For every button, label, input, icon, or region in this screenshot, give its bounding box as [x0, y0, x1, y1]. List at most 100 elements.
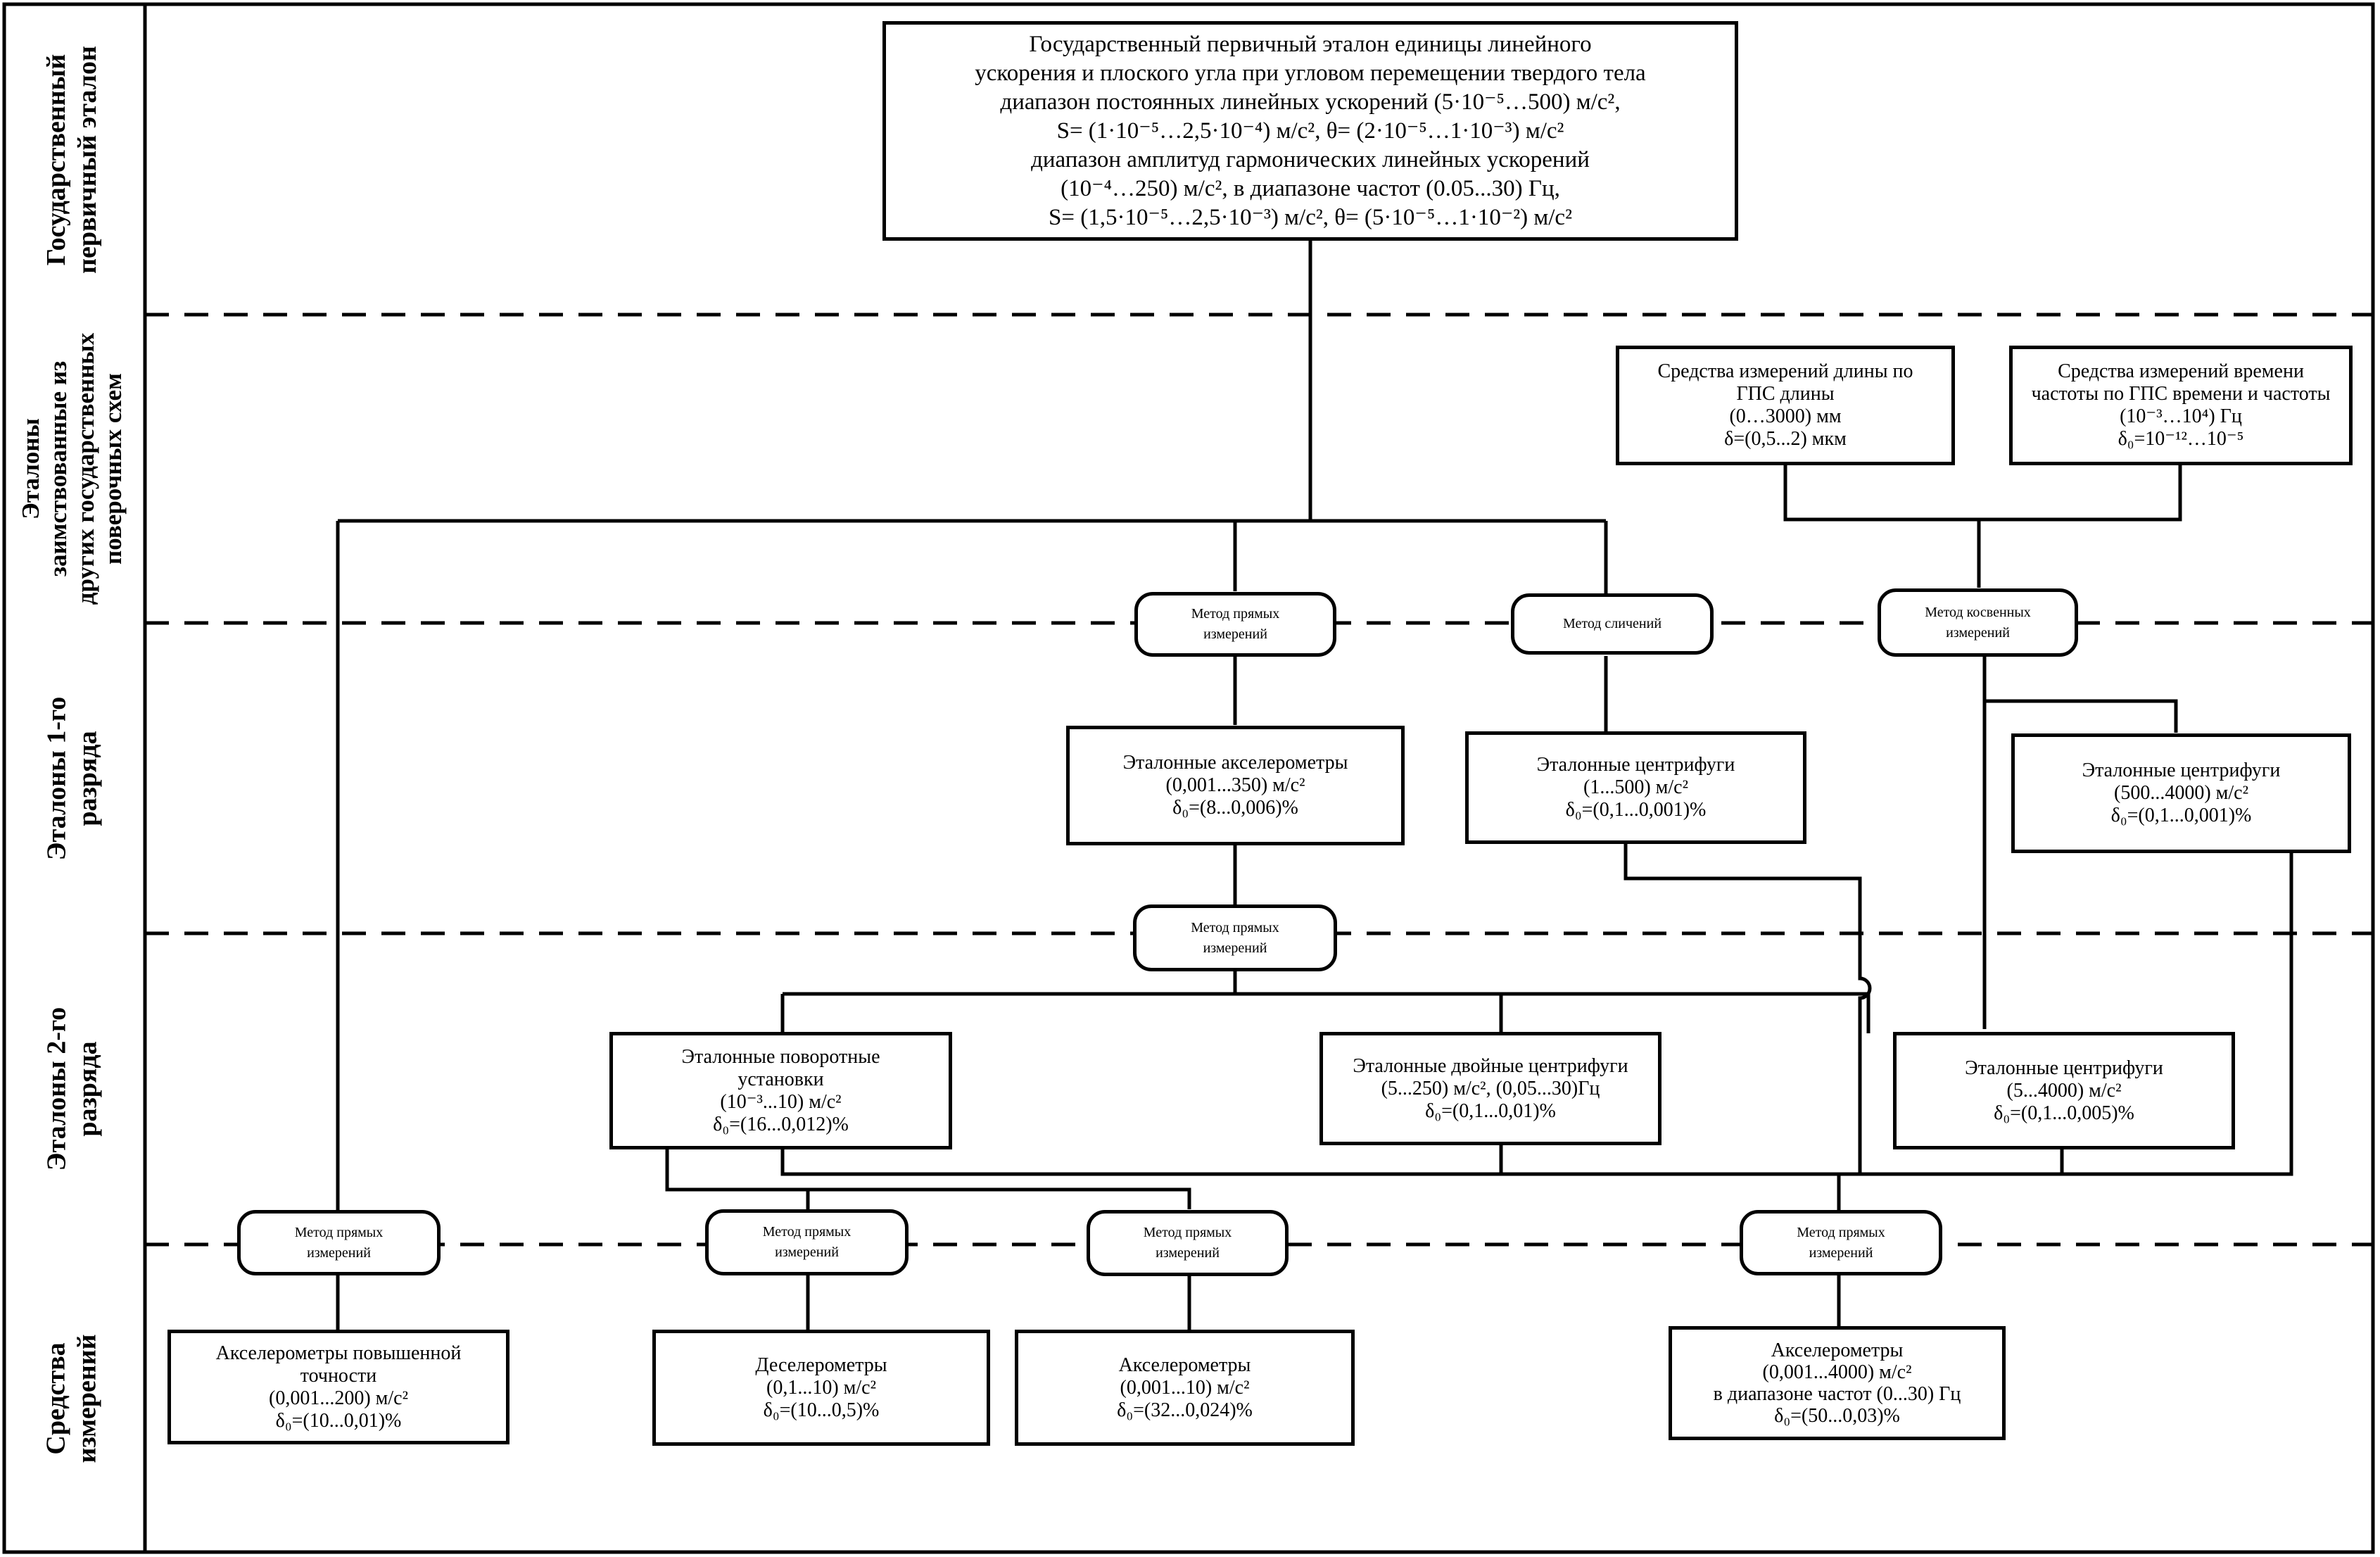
node-line: δ=(0,5...2) мкм	[1724, 428, 1847, 450]
method-line: Метод прямых	[1191, 606, 1280, 622]
method-direct-low-2: Метод прямых измерений	[705, 1209, 909, 1275]
row-label-borrowed: Эталоны заимствованные из других государ…	[0, 315, 144, 623]
method-line: измерений	[307, 1244, 371, 1261]
method-line: измерений	[1203, 626, 1267, 642]
row-label-line: Государственный	[42, 53, 71, 265]
node-line: Акселерометры повышенной	[215, 1342, 462, 1364]
node-length-instruments: Средства измерений длины по ГПС длины (0…	[1616, 346, 1955, 465]
node-line: (10⁻³...10) м/с²	[720, 1090, 842, 1113]
node-line: ГПС длины	[1736, 383, 1835, 405]
node-line: S= (1,5·10⁻⁵…2,5·10⁻³) м/с², θ= (5·10⁻⁵……	[1049, 204, 1572, 230]
method-direct-low-4: Метод прямых измерений	[1740, 1210, 1942, 1275]
node-line: ускорения и плоского угла при угловом пе…	[975, 60, 1646, 86]
node-line: δ₀=10⁻¹²…10⁻⁵	[2118, 428, 2244, 450]
method-line: измерений	[1203, 940, 1267, 956]
node-line: Государственный первичный эталон единицы…	[1029, 31, 1592, 57]
row-label-line: Средства	[42, 1342, 71, 1455]
node-line: (5...4000) м/с²	[2006, 1079, 2122, 1102]
row-label-line: Эталоны	[17, 418, 44, 519]
row-label-line: Эталоны 2-го	[42, 1007, 71, 1171]
node-line: (10⁻⁴…250) м/с², в диапазоне частот (0.0…	[1061, 175, 1560, 201]
method-line: измерений	[1946, 624, 2010, 641]
node-double-centrifuges: Эталонные двойные центрифуги (5...250) м…	[1319, 1032, 1661, 1145]
node-line: Эталонные двойные центрифуги	[1353, 1054, 1628, 1077]
node-decelerometers: Деселерометры (0,1...10) м/с² δ₀=(10...0…	[652, 1330, 990, 1446]
node-line: Средства измерений времени	[2058, 360, 2304, 382]
node-line: δ₀=(0,1...0,001)%	[2110, 805, 2252, 826]
node-rotary-units: Эталонные поворотные установки (10⁻³...1…	[609, 1032, 952, 1149]
edge-rotary-to-low-methods	[665, 1147, 1191, 1209]
node-line: (0,001...350) м/с²	[1165, 774, 1305, 796]
method-indirect: Метод косвенных измерений	[1878, 588, 2078, 657]
node-line: в диапазоне частот (0...30) Гц	[1713, 1383, 1961, 1405]
method-direct-top: Метод прямых измерений	[1134, 592, 1336, 657]
node-line: Деселерометры	[755, 1354, 887, 1376]
method-line: Метод сличений	[1562, 616, 1662, 631]
node-line: Акселерометры	[1771, 1339, 1904, 1361]
method-line: измерений	[775, 1244, 839, 1260]
method-line: Метод прямых	[762, 1224, 852, 1240]
row-label-second-rank: Эталоны 2-го разряда	[0, 933, 144, 1244]
node-line: δ₀=(0,1...0,01)%	[1425, 1099, 1556, 1122]
node-line: δ₀=(0,1...0,005)%	[1994, 1102, 2134, 1124]
row-label-line: разряда	[72, 730, 102, 826]
method-line: Метод косвенных	[1925, 604, 2031, 620]
node-line: δ₀=(32...0,024)%	[1117, 1399, 1253, 1421]
node-line: Эталонные центрифуги	[1536, 754, 1735, 776]
node-line: (5...250) м/с², (0,05...30)Гц	[1381, 1077, 1600, 1099]
node-ref-centrifuges-1: Эталонные центрифуги (1...500) м/с² δ₀=(…	[1465, 731, 1806, 844]
row-label-line: поверочных схем	[99, 373, 127, 565]
node-time-instruments: Средства измерений времени частоты по ГП…	[2009, 346, 2353, 465]
node-line: частоты по ГПС времени и частоты	[2031, 383, 2331, 405]
row-label-line: разряда	[72, 1041, 102, 1137]
node-line: δ₀=(10...0,5)%	[763, 1399, 880, 1421]
node-line: δ₀=(0,1...0,001)%	[1565, 799, 1707, 821]
node-line: (0,001...4000) м/с²	[1762, 1361, 1912, 1383]
row-label-line: других государственных	[72, 332, 99, 605]
method-line: измерений	[1156, 1245, 1220, 1261]
edge-external-standards-to-indirect	[1783, 463, 2182, 588]
method-line: Метод прямых	[1143, 1225, 1232, 1240]
edge-second-rank-bus	[780, 970, 1871, 1033]
row-label-line: Эталоны 1-го	[42, 696, 71, 860]
node-line: (0,001...10) м/с²	[1120, 1376, 1250, 1399]
method-line: измерений	[1809, 1244, 1873, 1261]
node-ref-accelerometers: Эталонные акселерометры (0,001...350) м/…	[1066, 726, 1405, 845]
method-direct-low-3: Метод прямых измерений	[1087, 1210, 1289, 1276]
node-line: установки	[738, 1068, 824, 1090]
method-direct-low-1: Метод прямых измерений	[237, 1210, 441, 1275]
node-ref-centrifuges-3: Эталонные центрифуги (5...4000) м/с² δ₀=…	[1893, 1032, 2235, 1149]
node-accelerometers-b: Акселерометры (0,001...4000) м/с² в диап…	[1669, 1326, 2006, 1440]
node-line: (0…3000) мм	[1729, 405, 1842, 427]
node-line: δ₀=(8...0,006)%	[1172, 797, 1298, 819]
node-line: точности	[300, 1364, 377, 1387]
row-label-line: заимствованные из	[44, 360, 72, 577]
node-line: δ₀=(10...0,01)%	[275, 1409, 402, 1432]
edge-borrowed-bus	[336, 519, 1608, 1211]
node-accelerometers-a: Акселерометры (0,001...10) м/с² δ₀=(32..…	[1015, 1330, 1355, 1446]
node-hp-accelerometers: Акселерометры повышенной точности (0,001…	[167, 1330, 509, 1444]
node-line: Средства измерений длины по	[1657, 360, 1913, 382]
method-line: Метод прямых	[294, 1224, 384, 1240]
node-line: Акселерометры	[1118, 1354, 1251, 1376]
node-line: (10⁻³…10⁴) Гц	[2120, 405, 2242, 427]
node-line: Эталонные поворотные	[681, 1045, 880, 1068]
row-label-line: первичный эталон	[72, 45, 102, 274]
node-primary-standard: Государственный первичный эталон единицы…	[882, 21, 1738, 241]
node-line: Эталонные акселерометры	[1122, 752, 1348, 774]
method-comparison: Метод сличений	[1511, 593, 1714, 655]
edge-methods-to-instruments	[336, 1274, 1841, 1330]
edge-centrifuges-to-hop	[1623, 843, 1872, 1174]
node-ref-centrifuges-2: Эталонные центрифуги (500...4000) м/с² δ…	[2011, 733, 2351, 853]
node-line: диапазон постоянных линейных ускорений (…	[1000, 89, 1621, 115]
method-direct-mid: Метод прямых измерений	[1133, 904, 1337, 971]
row-label-instruments: Средства измерений	[0, 1244, 144, 1552]
edge-indirect-to-centrifuges	[1982, 656, 2178, 1029]
row-label-first-rank: Эталоны 1-го разряда	[0, 623, 144, 933]
method-line: Метод прямых	[1191, 919, 1279, 935]
row-label-state-primary: Государственный первичный эталон	[0, 4, 144, 315]
node-line: Эталонные центрифуги	[2082, 759, 2281, 781]
node-line: δ₀=(50...0,03)%	[1774, 1405, 1900, 1427]
